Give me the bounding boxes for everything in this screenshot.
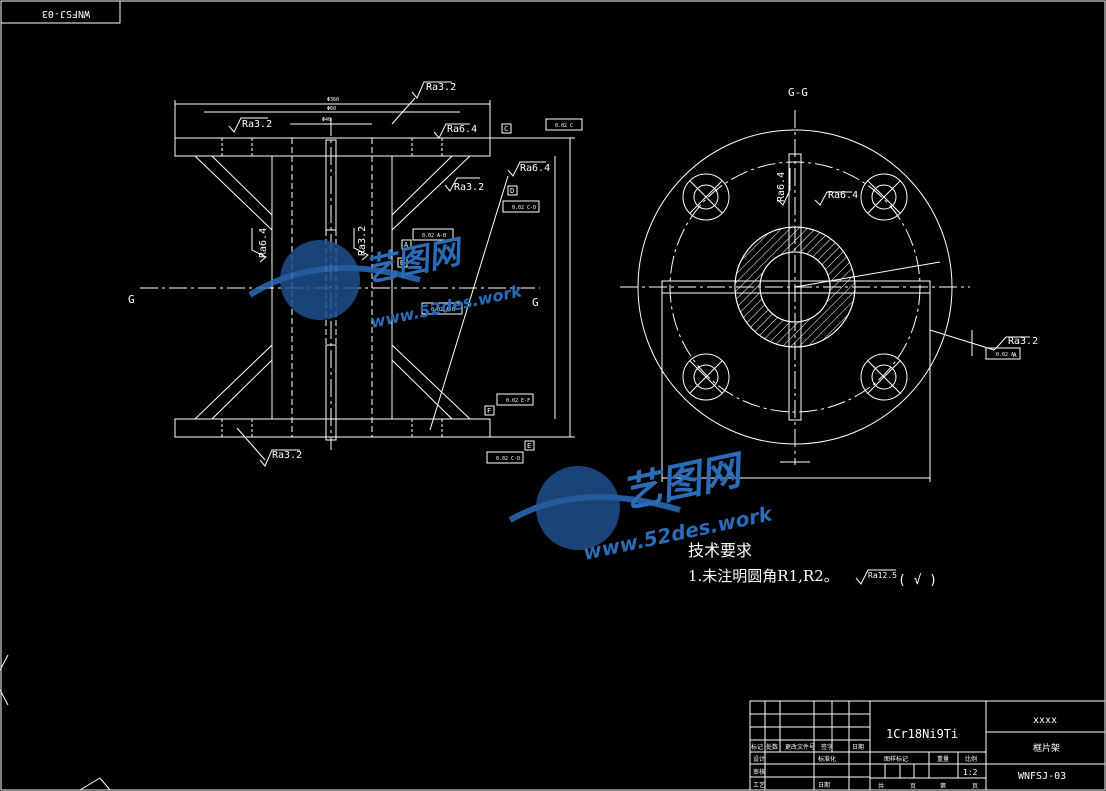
tb-label-design: 设计 — [753, 755, 765, 763]
tb-label-total: 共 — [878, 782, 884, 790]
mirrored-code-stamp: WNFSJ-03 — [42, 8, 90, 19]
watermark-2 — [508, 466, 681, 550]
cut-plane-right: G — [532, 296, 539, 309]
ra-section-right: Ra6.4 — [828, 190, 858, 201]
tb-label-date: 日期 — [852, 743, 864, 751]
tb-part-name: 框片架 — [1033, 742, 1060, 754]
watermark-brand-2: 艺图网 — [618, 447, 751, 518]
ra-front-right-edge: Ra6.4 — [520, 163, 550, 174]
tb-label-scale: 比例 — [965, 755, 977, 763]
dim-bore: Φ40 — [322, 117, 331, 123]
datum-c: C — [504, 125, 508, 133]
ra-section-edge: Ra3.2 — [1008, 336, 1038, 347]
datum-a-section: A — [1013, 352, 1017, 359]
ra-front-right-flange: Ra6.4 — [447, 124, 477, 135]
tb-material: 1Cr18Ni9Ti — [886, 727, 958, 741]
datum-a: A — [404, 241, 409, 249]
ra-front-left-flange: Ra3.2 — [242, 119, 272, 130]
tb-drawing-no: WNFSJ-03 — [1018, 771, 1066, 782]
tb-label-sign: 签字 — [821, 743, 833, 751]
tb-label-standard: 标准化 — [818, 755, 836, 763]
tb-label-process: 工艺 — [753, 781, 765, 789]
tb-label-of: 第 — [940, 782, 946, 790]
dim-bolt-circle: Φ60 — [327, 106, 336, 112]
dim-overall: Φ360 — [327, 97, 339, 103]
tol-symmetry-a: 0.02 A — [996, 352, 1014, 358]
datum-f: F — [487, 407, 491, 415]
tol-parallel-c: 0.02 C — [555, 123, 573, 129]
tb-label-date-2: 日期 — [818, 781, 830, 789]
tech-item-1: 1.未注明圆角R1,R2。 — [688, 567, 839, 585]
tol-position-ab-top: 0.02 A-B — [422, 233, 446, 239]
tb-label-review: 审核 — [753, 768, 765, 776]
ra-section-left: Ra6.4 — [776, 172, 787, 202]
watermark-1 — [248, 240, 421, 320]
ra-front-left-column: Ra6.4 — [258, 228, 269, 258]
title-block-labels: 标记 处数 更改文件号 签字 日期 设计 标准化 审核 工艺 日期 图样标记 重… — [751, 743, 978, 790]
ra-front-bore: Ra3.2 — [357, 226, 368, 256]
datum-e: E — [527, 442, 531, 450]
ra-front-top: Ra3.2 — [426, 82, 456, 93]
tol-parallel-ef: 0.02 E-F — [506, 398, 530, 404]
datum-b: B — [400, 259, 404, 267]
tech-title: 技术要求 — [688, 541, 752, 560]
tb-label-stage: 图样标记 — [884, 755, 908, 763]
tb-company: xxxx — [1033, 715, 1057, 726]
bolt-hole-tr — [860, 173, 908, 221]
roughness-marks-front — [228, 81, 546, 467]
tol-parallel-ef-2: 0.02 C-D — [496, 456, 520, 462]
tb-label-mark: 标记 — [751, 743, 763, 751]
tb-label-page-2: 页 — [972, 783, 978, 790]
datum-boxes — [397, 123, 535, 451]
section-view — [620, 110, 1030, 482]
tol-parallel-cd: 0.02 C-D — [512, 205, 536, 211]
ra-general-suffix: ( √ ) — [898, 573, 937, 588]
tb-label-weight: 重量 — [937, 755, 949, 763]
bolt-hole-bl — [682, 353, 730, 401]
cut-plane-left: G — [128, 293, 135, 306]
bolt-hole-tl — [682, 173, 730, 221]
datum-d: D — [510, 187, 514, 195]
ra-general: Ra12.5 — [868, 571, 897, 580]
general-roughness-symbol — [855, 569, 896, 585]
tb-label-change: 更改文件号 — [785, 743, 815, 751]
tb-label-count: 处数 — [766, 743, 778, 751]
bolt-hole-br — [860, 353, 908, 401]
ra-front-rib: Ra3.2 — [454, 182, 484, 193]
tol-position-ab-bottom: 0.02 A-B — [431, 307, 455, 313]
tb-scale: 1:2 — [963, 768, 978, 777]
ra-front-bottom: Ra3.2 — [272, 450, 302, 461]
tb-label-page: 页 — [910, 783, 916, 790]
left-edge-marks — [0, 654, 111, 791]
section-title: G-G — [788, 86, 808, 99]
title-block — [749, 700, 1106, 791]
tolerance-frames — [412, 118, 1021, 464]
